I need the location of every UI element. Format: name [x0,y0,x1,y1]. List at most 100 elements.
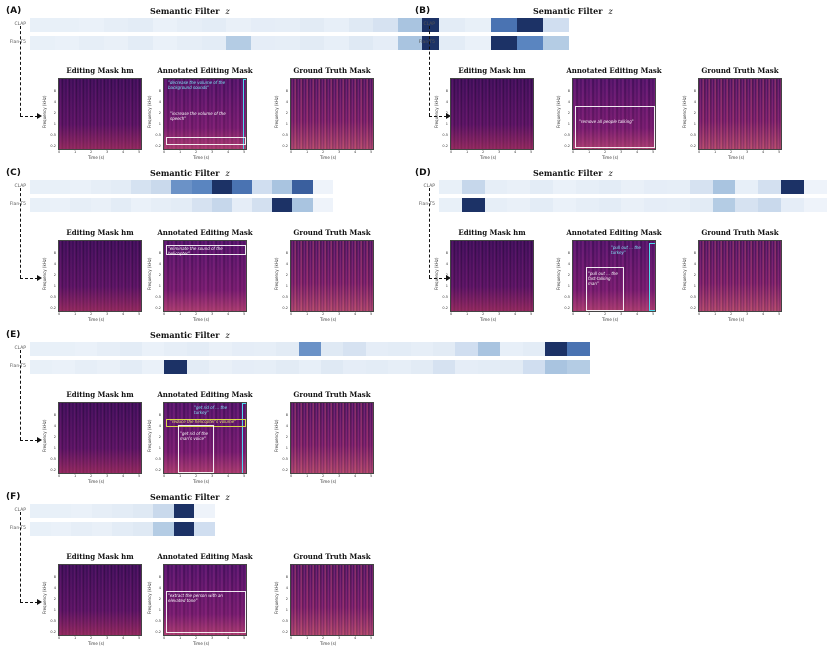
filter-cell [598,180,622,194]
mask-title: Ground Truth Mask [293,390,371,399]
filter-cell [110,180,131,194]
semantic-filter-variable: z [608,7,613,16]
filter-cell [211,180,232,194]
y-tick-label: 8 [285,413,288,417]
editing-mask-spectrogram [450,78,534,150]
y-tick-label: 8 [445,251,448,255]
y-tick-label: 0.5 [50,619,56,623]
semantic-filter-variable: z [225,493,230,502]
editing-mask-spectrogram [450,240,534,312]
filter-cell [275,36,300,50]
filter-cell [567,342,590,356]
filter-cell [50,198,71,212]
x-tick-label: 3 [746,150,749,154]
filter-cell [30,360,53,374]
semantic-filter-row [439,180,827,194]
filter-cell [79,36,104,50]
mask-title: Annotated Editing Mask [157,228,253,237]
x-tick-label: 5 [370,636,373,640]
x-tick-label: 5 [778,312,781,316]
y-tick-label: 1 [158,608,161,612]
filter-cell [112,504,133,518]
dashed-arrow [20,350,21,440]
filter-cell [373,18,398,32]
filter-cell [491,36,517,50]
annotation-box [178,425,214,473]
x-tick-label: 0 [698,150,701,154]
x-tick-label: 1 [466,150,469,154]
y-tick-label: 0.2 [282,306,288,310]
x-tick-label: 1 [74,312,77,316]
filter-cell [477,342,501,356]
filter-cell [388,342,411,356]
x-tick-label: 0 [163,312,166,316]
y-tick-label: 2 [285,111,288,115]
x-tick-label: 2 [482,150,485,154]
x-tick-label: 5 [138,474,141,478]
filter-cell [70,198,91,212]
arrow-head-icon [37,599,42,605]
filter-cell [324,36,349,50]
filter-cell [70,180,91,194]
mask-title: Annotated Editing Mask [157,66,253,75]
mask-title: Editing Mask hm [66,228,134,237]
filter-cell [30,36,55,50]
filter-cell [250,36,275,50]
y-tick-label: 8 [53,575,56,579]
y-tick-label: 8 [158,89,161,93]
semantic-filter-title-text: Semantic Filter [150,330,220,340]
annotation-text: "get rid of the man's voice" [180,431,208,441]
y-axis-label: Frequency (kHz) [42,95,47,128]
y-tick-label: 4 [445,262,448,266]
annotation-box [243,79,246,149]
y-axis-label: Frequency (kHz) [274,419,279,452]
filter-cell [758,198,781,212]
x-tick-label: 4 [354,636,357,640]
arrow-head-icon [37,437,42,443]
filter-cell [689,198,713,212]
x-tick-label: 0 [58,150,61,154]
filter-cell [397,18,422,32]
filter-cell [530,180,553,194]
filter-cell [173,504,194,518]
dashed-arrow [20,188,21,278]
x-tick-label: 3 [106,150,109,154]
filter-cell [90,198,111,212]
filter-cell [74,360,98,374]
x-tick-label: 0 [58,474,61,478]
y-tick-label: 1 [693,284,696,288]
filter-cell [231,342,254,356]
filter-cell [191,198,212,212]
filter-cell [298,342,322,356]
filter-cell [321,342,344,356]
y-tick-label: 0.2 [50,630,56,634]
filter-cell [365,342,389,356]
y-tick-label: 1 [158,284,161,288]
filter-cell [666,198,690,212]
filter-cell [52,360,75,374]
y-tick-label: 0.5 [564,133,570,137]
y-tick-label: 2 [285,273,288,277]
filter-cell [173,522,194,536]
semantic-filter-row [30,522,215,536]
x-axis-label: Time (s) [88,641,105,646]
y-tick-label: 0.2 [282,144,288,148]
y-tick-label: 0.2 [155,306,161,310]
arrow-head-icon [37,113,42,119]
filter-cell [141,360,165,374]
filter-cell [91,522,112,536]
filter-cell [30,504,51,518]
y-tick-label: 1 [53,122,56,126]
filter-cell [186,360,210,374]
y-tick-label: 1 [285,446,288,450]
filter-cell [128,36,153,50]
filter-cell [152,36,177,50]
filter-cell [712,180,736,194]
annotation-box [166,591,246,633]
filter-cell [103,18,128,32]
y-tick-label: 0.5 [282,619,288,623]
filter-cell [153,522,174,536]
filter-row-label: Flan-T5 [9,202,26,207]
x-axis-label: Time (s) [320,479,337,484]
filter-row-label: CLAP [14,22,26,27]
